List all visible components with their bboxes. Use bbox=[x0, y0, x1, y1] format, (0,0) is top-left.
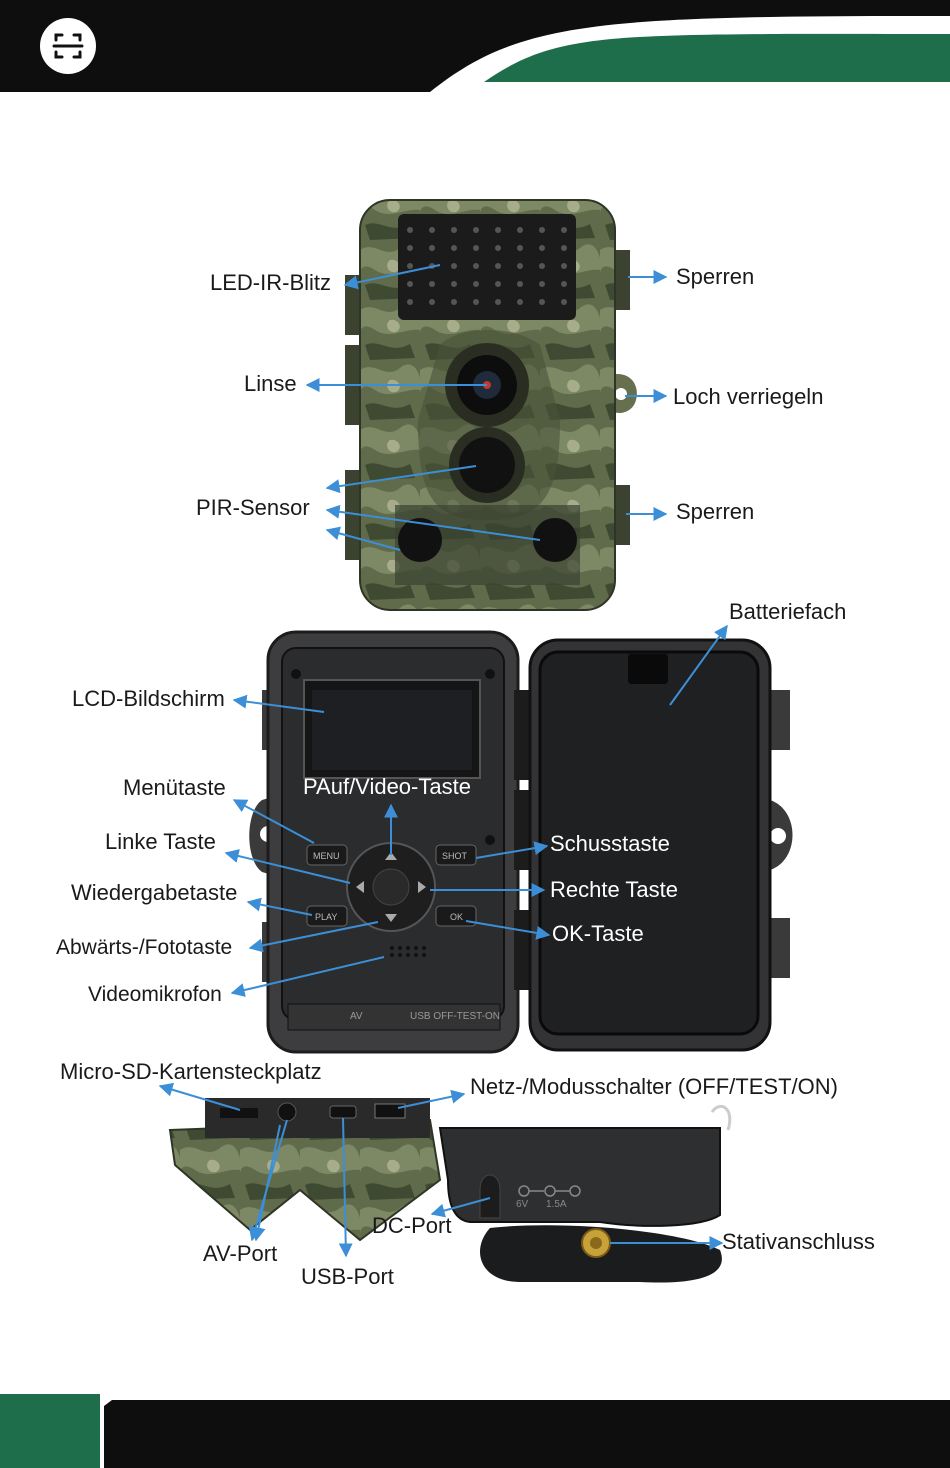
menu-button-label: MENU bbox=[313, 851, 340, 861]
label-tripod: Stativanschluss bbox=[722, 1229, 875, 1254]
dc-voltage-label: 6V bbox=[516, 1199, 529, 1210]
front-camera bbox=[345, 199, 637, 611]
label-battery: Batteriefach bbox=[729, 599, 847, 624]
shot-button-label: SHOT bbox=[442, 851, 468, 861]
label-ir-led: LED-IR-Blitz bbox=[210, 270, 332, 295]
label-right-key: Rechte Taste bbox=[550, 877, 679, 902]
panel-usb-label: USB OFF-TEST-ON bbox=[410, 1011, 500, 1022]
label-shot-key: Schusstaste bbox=[550, 831, 670, 856]
label-ok-key: OK-Taste bbox=[552, 921, 644, 946]
label-menu-key: Menütaste bbox=[123, 775, 226, 800]
panel-av-label: AV bbox=[350, 1011, 363, 1022]
open-camera bbox=[249, 630, 793, 1054]
label-lock-bottom: Sperren bbox=[676, 499, 755, 524]
label-lcd: LCD-Bildschirm bbox=[72, 686, 225, 711]
label-av-port: AV-Port bbox=[203, 1241, 278, 1266]
label-dc-port: DC-Port bbox=[372, 1213, 452, 1238]
label-lens: Linse bbox=[244, 371, 297, 396]
label-power-switch: Netz-/Modusschalter (OFF/TEST/ON) bbox=[470, 1074, 838, 1099]
label-down-photo-key: Abwärts-/Fototaste bbox=[56, 936, 233, 959]
play-button-label: PLAY bbox=[315, 912, 338, 922]
label-mic: Videomikrofon bbox=[88, 983, 222, 1006]
label-pir-sensor: PIR-Sensor bbox=[196, 495, 310, 520]
ok-button-label: OK bbox=[450, 912, 464, 922]
label-left-key: Linke Taste bbox=[105, 829, 216, 854]
label-usb-port: USB-Port bbox=[301, 1264, 394, 1289]
header-bar bbox=[0, 0, 950, 92]
label-play-key: Wiedergabetaste bbox=[71, 880, 238, 905]
bottom-camera bbox=[168, 1098, 732, 1283]
label-lock-top: Sperren bbox=[676, 264, 755, 289]
label-lock-hole: Loch verriegeln bbox=[673, 384, 824, 409]
label-up-video-key: PAuf/Video-Taste bbox=[303, 774, 471, 799]
footer-bar bbox=[0, 1394, 950, 1468]
dc-current-label: 1.5A bbox=[546, 1199, 567, 1210]
scan-icon bbox=[40, 18, 96, 74]
label-sd-slot: Micro-SD-Kartensteckplatz bbox=[60, 1059, 322, 1084]
